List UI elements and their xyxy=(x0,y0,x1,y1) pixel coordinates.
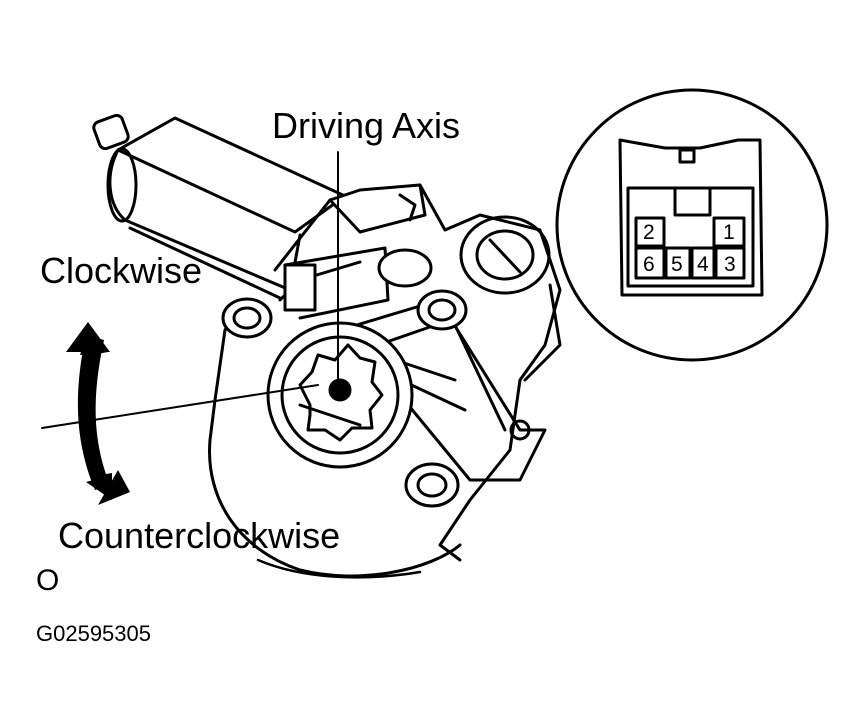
pin-6-label: 6 xyxy=(643,253,655,276)
pin-5-cell xyxy=(664,246,692,280)
pin-3-label: 3 xyxy=(724,253,736,276)
pin-1-label: 1 xyxy=(723,221,735,244)
motor-body xyxy=(92,113,347,300)
pin-3-cell xyxy=(714,246,746,280)
rotation-arrow-icon xyxy=(66,322,130,505)
mounting-bolts xyxy=(221,248,468,508)
pin-6-cell xyxy=(634,246,666,280)
clockwise-label: Clockwise xyxy=(40,250,203,291)
driving-axis-gear xyxy=(266,321,414,469)
pin-4-cell xyxy=(690,246,716,280)
figure-code: G02595305 xyxy=(36,621,151,646)
pin-2-cell xyxy=(634,216,666,248)
counterclockwise-label: Counterclockwise xyxy=(58,515,341,556)
pin-5-label: 5 xyxy=(671,253,683,276)
pin-2-label: 2 xyxy=(643,221,655,244)
gear-housing xyxy=(208,183,562,579)
pin-1-cell xyxy=(712,216,746,248)
connector-detail xyxy=(555,88,829,362)
mark-label: O xyxy=(36,564,60,597)
driving-axis-label: Driving Axis xyxy=(272,105,461,146)
pin-4-label: 4 xyxy=(697,253,709,276)
